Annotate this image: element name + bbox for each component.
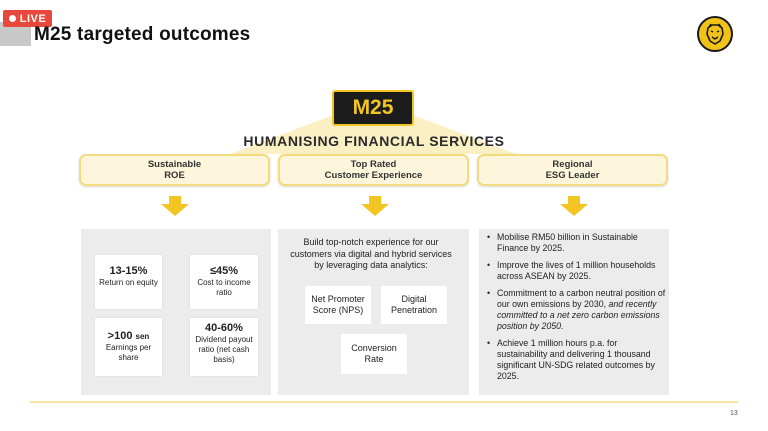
- roof-shape: [230, 100, 516, 154]
- esg-bullet-text: Improve the lives of 1 million household…: [497, 260, 656, 281]
- live-label: LIVE: [19, 12, 47, 25]
- tiger-emblem-icon: [697, 16, 733, 52]
- metric-value: 13-15%: [109, 265, 148, 277]
- live-dot-icon: [8, 15, 16, 22]
- metric-card-conversion-rate: Conversion Rate: [341, 334, 407, 374]
- esg-bullet: Achieve 1 million hours p.a. for sustain…: [487, 338, 667, 382]
- metric-desc: Earnings per share: [105, 343, 152, 362]
- pillar-label-line1: Regional: [552, 159, 593, 170]
- metric-card-cost-income: ≤45% Cost to income ratio: [190, 255, 258, 309]
- metric-value: >100: [107, 330, 133, 342]
- pillar-label-line2: ESG Leader: [545, 170, 600, 181]
- m25-banner: M25: [332, 90, 414, 126]
- down-arrow-icon: [161, 196, 189, 216]
- metric-value: 40-60%: [205, 322, 243, 334]
- esg-bullet-text: Commitment to a carbon neutral position …: [497, 288, 666, 309]
- customer-experience-intro: Build top-notch experience for our custo…: [290, 237, 452, 270]
- page-title: M25 targeted outcomes: [34, 24, 251, 45]
- esg-bullet: Commitment to a carbon neutral position …: [487, 288, 667, 332]
- esg-bullet-text: Mobilise RM50 billion in Sustainable Fin…: [497, 232, 638, 253]
- footer-divider: [30, 401, 738, 403]
- metric-desc: Cost to income ratio: [197, 278, 251, 297]
- metric-card-nps: Net Promoter Score (NPS): [305, 286, 371, 324]
- esg-bullet-italic-text: and recently committed to a net zero car…: [497, 299, 660, 331]
- metric-card-dividend: 40-60% Dividend payout ratio (net cash b…: [190, 318, 258, 376]
- esg-bullet: Mobilise RM50 billion in Sustainable Fin…: [487, 232, 667, 254]
- metric-card-eps: >100 sen Earnings per share: [95, 318, 162, 376]
- metric-card-digital-penetration: Digital Penetration: [381, 286, 447, 324]
- metric-unit: sen: [135, 332, 150, 341]
- esg-bullet-list: Mobilise RM50 billion in Sustainable Fin…: [487, 232, 667, 388]
- page-number: 13: [730, 410, 738, 417]
- pillar-label-line2: Customer Experience: [324, 170, 423, 181]
- live-badge: LIVE: [3, 10, 52, 27]
- metric-desc: Dividend payout ratio (net cash basis): [195, 335, 253, 364]
- metric-value: ≤45%: [209, 265, 239, 277]
- esg-bullet-text: Achieve 1 million hours p.a. for sustain…: [497, 338, 655, 381]
- down-arrow-icon: [560, 196, 588, 216]
- esg-bullet: Improve the lives of 1 million household…: [487, 260, 667, 282]
- pillar-label-line2: ROE: [164, 170, 185, 181]
- pillar-label-line1: Top Rated: [350, 159, 397, 170]
- down-arrow-icon: [361, 196, 389, 216]
- metric-card-roe: 13-15% Return on equity: [95, 255, 162, 309]
- metric-desc: Return on equity: [99, 278, 158, 287]
- tagline: HUMANISING FINANCIAL SERVICES: [243, 133, 505, 149]
- pillar-label-line1: Sustainable: [147, 159, 202, 170]
